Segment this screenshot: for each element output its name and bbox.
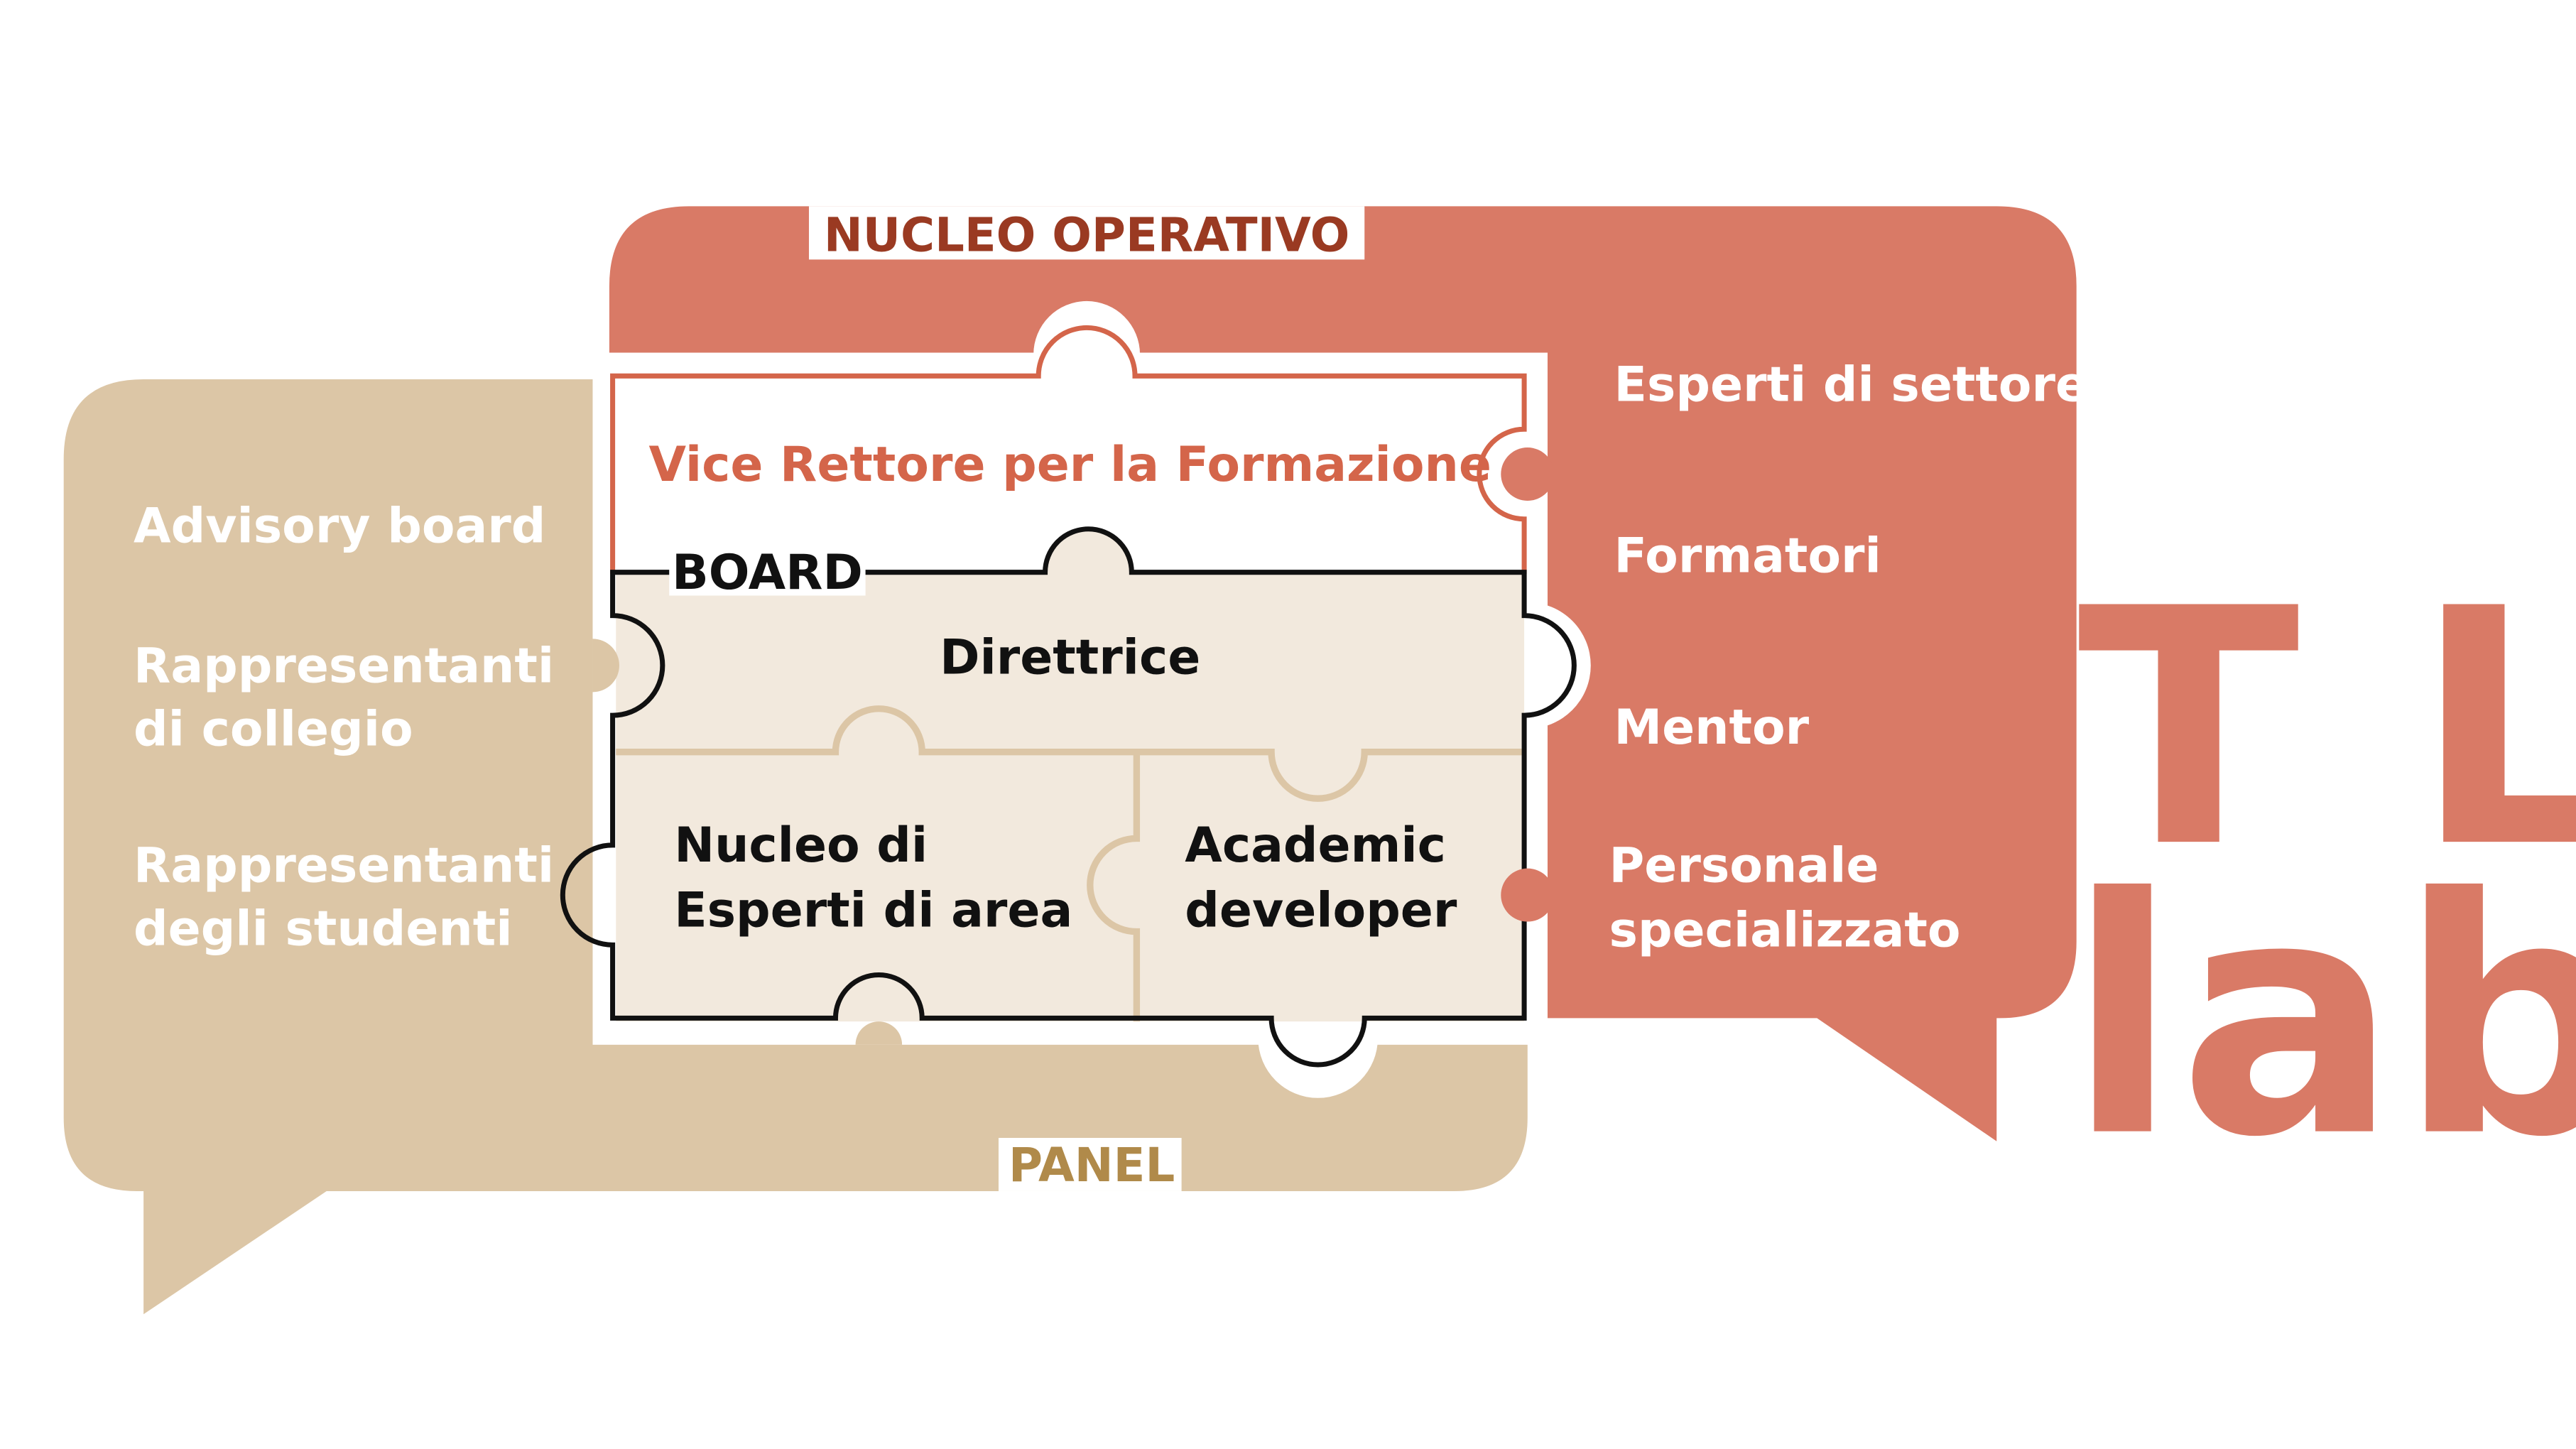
panel-label: PANEL [1009, 1139, 1175, 1193]
academic-developer-line1: Academic [1185, 818, 1446, 874]
panel-bottom-tab [855, 1021, 903, 1045]
panel-item-advisory-board: Advisory board [134, 499, 545, 555]
academic-developer-line2: developer [1185, 883, 1457, 939]
nucleo-item-esperti-di-settore: Esperti di settore [1614, 357, 2088, 413]
tl-lab-logo: T L lab [2067, 540, 2576, 1209]
divider-horizontal [616, 705, 1525, 802]
panel-label-bg [998, 1138, 1182, 1191]
board-label: BOARD [672, 545, 863, 601]
board-outline [560, 526, 1577, 1068]
nucleo-label-bg [808, 206, 1365, 260]
panel-bubble: PANEL Advisory board Rappresentanti di c… [63, 379, 1528, 1315]
panel-left-tab [592, 639, 619, 693]
nucleo-item-personale: Personale [1609, 837, 1879, 894]
board-label-bg [669, 546, 866, 596]
nucleo-label: NUCLEO OPERATIVO [824, 209, 1349, 263]
logo-line2: lab [2067, 830, 2576, 1209]
direttrice-text: Direttrice [940, 630, 1200, 686]
vice-rettore-text: Vice Rettore per la Formazione [648, 437, 1491, 493]
logo-line1: T L [2077, 540, 2576, 919]
panel-bubble-shape [63, 379, 1528, 1315]
nucleo-item-mentor: Mentor [1614, 700, 1810, 756]
panel-item-di-collegio: di collegio [134, 701, 413, 757]
nucleo-tab-upper [1501, 447, 1555, 501]
nucleo-tab-lower [1501, 868, 1555, 922]
puzzle-block: BOARD Vice Rettore per la Formazione Dir… [560, 300, 1591, 1098]
nucleo-item-formatori: Formatori [1614, 528, 1881, 585]
nucleo-esperti-line1: Nucleo di [674, 818, 928, 874]
nucleo-item-specializzato: specializzato [1609, 903, 1961, 959]
panel-item-rappresentanti-2: Rappresentanti [134, 837, 554, 894]
nucleo-bubble-shape [609, 206, 2077, 1141]
vice-rettore-piece [610, 325, 1527, 575]
board-fill [616, 528, 1525, 1022]
nucleo-esperti-line2: Esperti di area [674, 883, 1072, 939]
nucleo-operativo-bubble: NUCLEO OPERATIVO Esperti di settore Form… [609, 206, 2088, 1141]
divider-vertical [1087, 751, 1141, 1022]
panel-item-rappresentanti-1: Rappresentanti [134, 638, 554, 694]
panel-item-degli-studenti: degli studenti [134, 901, 512, 957]
